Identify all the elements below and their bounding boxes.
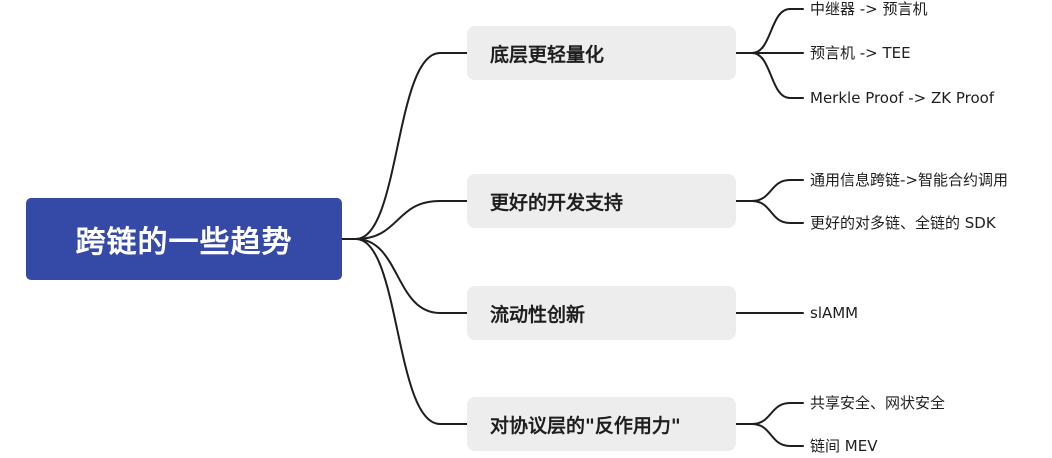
branch-topic-protocol-reaction[interactable]: 对协议层的"反作用力" [467, 397, 736, 451]
connector-root-branch-4 [355, 238, 468, 425]
leaf-topic[interactable]: Merkle Proof -> ZK Proof [810, 89, 995, 107]
leaf-topic[interactable]: 通用信息跨链->智能合约调用 [810, 171, 1008, 189]
leaf-topic[interactable]: 中继器 -> 预言机 [810, 0, 928, 18]
connector-root-branch-1 [341, 52, 468, 240]
connector-branch-4-leaf-1 [751, 402, 804, 425]
leaf-topic[interactable]: 预言机 -> TEE [810, 44, 911, 62]
connector-branch-1-leaf-1 [751, 8, 804, 54]
leaf-topic[interactable]: 共享安全、网状安全 [810, 394, 946, 412]
connector-branch-4-leaf-2 [751, 423, 804, 447]
branch-topic-dev-support[interactable]: 更好的开发支持 [467, 174, 736, 228]
branch-topic-label: 更好的开发支持 [490, 191, 624, 214]
branch-topic-label: 流动性创新 [490, 303, 586, 326]
connector-root-branch-3 [355, 238, 468, 314]
branch-topic-label: 底层更轻量化 [490, 43, 605, 66]
leaf-topic[interactable]: 链间 MEV [810, 437, 878, 455]
connector-branch-1-leaf-3 [751, 52, 804, 99]
connector-branch-2-leaf-2 [751, 200, 804, 224]
leaf-topic[interactable]: 更好的对多链、全链的 SDK [810, 214, 996, 232]
root-topic-label: 跨链的一些趋势 [75, 225, 293, 260]
connector-lines [341, 8, 804, 447]
leaf-topic[interactable]: slAMM [810, 304, 859, 322]
branch-topic-lightweight[interactable]: 底层更轻量化 [467, 26, 736, 80]
connector-root-branch-2 [355, 200, 468, 240]
root-topic[interactable]: 跨链的一些趋势 [26, 198, 342, 280]
branch-topic-liquidity[interactable]: 流动性创新 [467, 286, 736, 340]
connector-branch-2-leaf-1 [751, 179, 804, 202]
branch-topic-label: 对协议层的"反作用力" [490, 414, 681, 437]
